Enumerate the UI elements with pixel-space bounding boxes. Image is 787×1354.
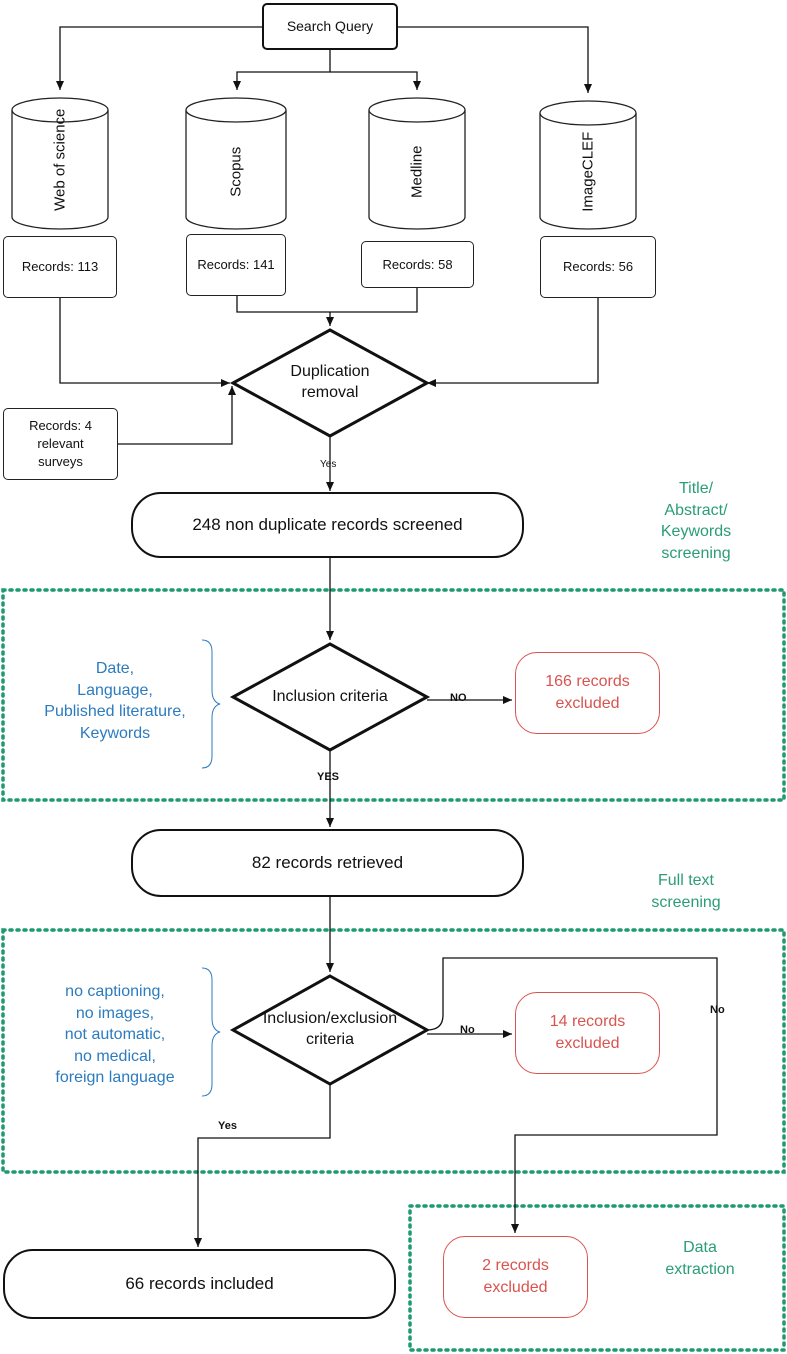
records-surveys: Records: 4 relevant surveys (3, 408, 118, 480)
stage-full-text-label: Full text screening (651, 872, 721, 911)
records-wos: Records: 113 (3, 236, 117, 298)
medline-to-dup (330, 288, 418, 313)
excluded-14-box: 14 records excluded (515, 992, 660, 1074)
db-name-wos: Web of science (51, 108, 69, 211)
scopus-to-dup (236, 296, 330, 313)
yes-label-dup: Yes (320, 459, 337, 470)
search-query-box: Search Query (262, 3, 398, 50)
included-records-pill: 66 records included (3, 1249, 396, 1319)
records-medline-label: Records: 58 (382, 256, 453, 272)
no-label-incl-excl: No (460, 1024, 475, 1036)
excluded-14-label: 14 records excluded (549, 1013, 626, 1052)
query-to-imageclef (398, 26, 592, 93)
excluded-166-label: 166 records excluded (545, 673, 630, 712)
inclusion-criteria-label: Inclusion criteria (272, 687, 388, 705)
records-imageclef-label: Records: 56 (562, 259, 634, 275)
stage1-frame (1, 588, 786, 802)
excluded-166-box: 166 records excluded (515, 652, 660, 734)
yes-label-bottom: Yes (218, 1120, 237, 1132)
query-to-medline (330, 71, 421, 90)
no-label-right: No (710, 1004, 725, 1016)
excluded-2-box: 2 records excluded (443, 1236, 588, 1318)
records-wos-label: Records: 113 (21, 259, 99, 275)
no-label-inclusion: NO (450, 692, 467, 704)
db-name-medline: Medline (408, 145, 426, 199)
screened-records-pill: 248 non duplicate records screened (131, 492, 524, 558)
records-medline: Records: 58 (361, 241, 474, 288)
wos-to-dup (59, 298, 230, 387)
yes-label-inclusion: YES (317, 771, 340, 783)
records-scopus-label: Records: 141 (197, 257, 275, 273)
surveys-to-dup (118, 386, 236, 445)
imageclef-to-dup (427, 298, 599, 387)
stage-data-extraction-label: Data extraction (665, 1239, 735, 1278)
duplication-label: Duplication removal (290, 363, 370, 401)
excluded-2-label: 2 records excluded (482, 1257, 549, 1296)
stage2-frame (1, 928, 786, 1174)
query-to-wos (56, 26, 262, 90)
db-name-imageclef: ImageCLEF (579, 131, 597, 212)
retrieved-records-pill: 82 records retrieved (131, 829, 524, 897)
screened-records-label: 248 non duplicate records screened (192, 514, 463, 534)
stage-title-abstract-label: Title/ Abstract/ Keywords screening (660, 480, 732, 562)
criteria-list-2: no captioning, no images, not automatic,… (55, 983, 175, 1087)
retrieved-records-label: 82 records retrieved (251, 852, 404, 872)
search-query-label: Search Query (286, 18, 374, 35)
cylinder-wos (11, 97, 109, 230)
cylinder-medline (368, 97, 466, 230)
incl-excl-loop-to-excluded2 (426, 957, 718, 1233)
cylinder-scopus (185, 97, 287, 230)
brace-2 (201, 967, 221, 1097)
cylinder-imageclef (539, 100, 637, 230)
brace-1 (201, 639, 221, 769)
included-records-label: 66 records included (125, 1273, 274, 1293)
records-imageclef: Records: 56 (540, 236, 656, 298)
criteria-list-1: Date, Language, Published literature, Ke… (44, 660, 186, 742)
db-name-scopus: Scopus (227, 146, 245, 197)
incl-excl-criteria-label: Inclusion/exclusion criteria (262, 1010, 398, 1048)
incl-excl-to-included (194, 1084, 331, 1247)
query-to-scopus (233, 50, 331, 90)
records-surveys-label: Records: 4 relevant surveys (29, 417, 92, 470)
records-scopus: Records: 141 (186, 234, 286, 296)
